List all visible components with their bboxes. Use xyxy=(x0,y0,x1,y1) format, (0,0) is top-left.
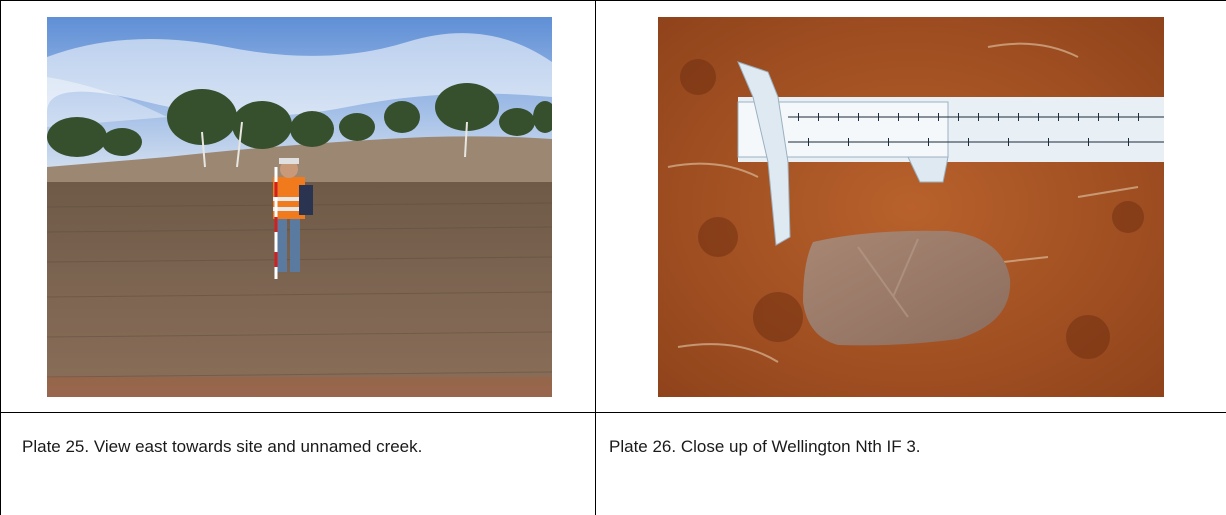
plate-25-photo xyxy=(47,17,552,397)
table-left-border xyxy=(0,0,1,515)
table-top-border xyxy=(0,0,1226,1)
table-column-divider xyxy=(595,0,596,515)
plate-26-caption: Plate 26. Close up of Wellington Nth IF … xyxy=(609,437,921,456)
plate-25-caption: Plate 25. View east towards site and unn… xyxy=(22,437,423,456)
plate-26-photo xyxy=(658,17,1164,397)
table-row-divider xyxy=(0,412,1226,413)
